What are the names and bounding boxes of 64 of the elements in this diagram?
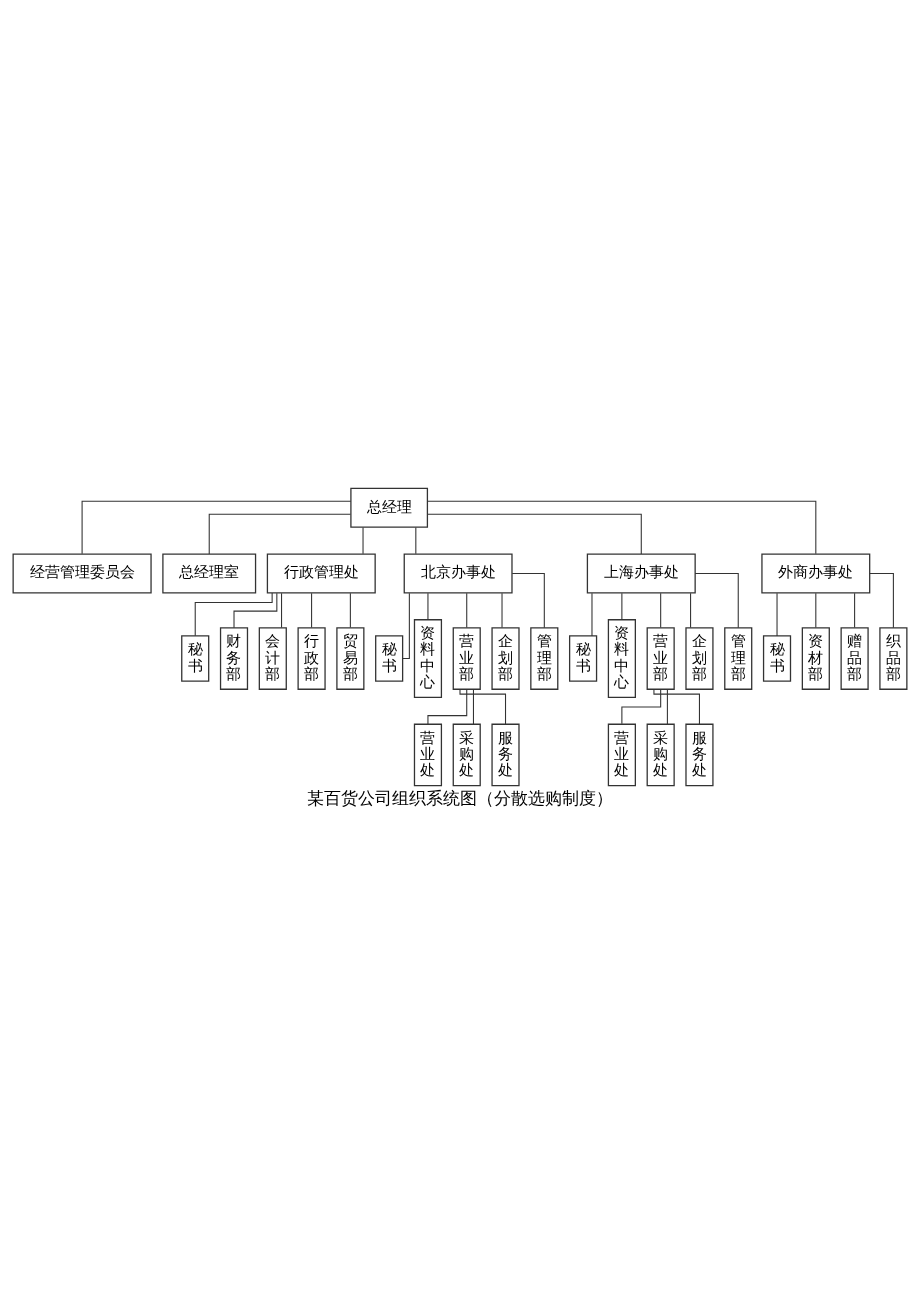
- connector: [660, 592, 662, 628]
- node-box: 企划部: [685, 626, 714, 690]
- connector: [415, 526, 417, 554]
- node-box: 秘书: [181, 634, 210, 682]
- node-box: 管理部: [530, 626, 559, 690]
- node-box: 北京办事处: [403, 552, 513, 593]
- caption: 某百货公司组织系统图（分散选购制度）: [307, 787, 613, 808]
- node-box: 织品部: [879, 626, 908, 690]
- connector: [501, 592, 503, 628]
- connector: [426, 513, 642, 555]
- node-box: 营业处: [413, 723, 443, 786]
- connector: [776, 592, 778, 636]
- node-box: 服务处: [685, 723, 714, 786]
- connector: [459, 688, 507, 725]
- connector: [427, 688, 468, 724]
- connector: [281, 592, 283, 628]
- node-box: 秘书: [762, 634, 792, 682]
- node-box: 财务部: [219, 626, 249, 690]
- node-box: 资料中心: [607, 618, 636, 698]
- connector: [311, 592, 313, 628]
- node-box: 营业部: [646, 626, 675, 690]
- node-box: 营业处: [607, 723, 636, 786]
- connector: [815, 592, 817, 628]
- connector: [666, 688, 668, 724]
- node-box: 采购处: [646, 723, 675, 786]
- connector: [233, 592, 278, 628]
- node-box: 营业部: [452, 626, 481, 690]
- connector: [854, 592, 856, 628]
- node-box: 贸易部: [336, 626, 365, 690]
- node-box: 总经理室: [162, 552, 257, 593]
- node-box: 经营管理委员会: [12, 552, 152, 593]
- node-box: 上海办事处: [586, 552, 696, 593]
- connector: [427, 592, 429, 620]
- node-box: 行政管理处: [266, 552, 376, 593]
- node-box: 会计部: [258, 626, 287, 690]
- connector: [472, 688, 474, 724]
- connector: [427, 500, 817, 554]
- connector: [208, 513, 352, 555]
- connector: [81, 500, 352, 554]
- node-box: 赠品部: [840, 626, 869, 690]
- connector: [362, 526, 364, 554]
- connector: [621, 592, 623, 620]
- node-box: 外商办事处: [761, 552, 871, 593]
- connector: [591, 592, 593, 636]
- connector: [349, 592, 351, 628]
- node-box: 采购处: [452, 723, 481, 786]
- node-box: 企划部: [491, 626, 520, 690]
- node-box: 资料中心: [413, 618, 443, 698]
- node-box: 管理部: [724, 626, 753, 690]
- connector: [194, 591, 273, 636]
- node-box: 行政部: [297, 626, 326, 690]
- connector: [653, 688, 700, 725]
- node-box: 秘书: [375, 634, 404, 682]
- connector: [402, 592, 410, 659]
- connector: [621, 688, 662, 724]
- connector: [869, 572, 894, 628]
- node-box: 秘书: [569, 634, 598, 682]
- connector: [511, 572, 545, 628]
- connector: [694, 572, 739, 628]
- node-box: 服务处: [491, 723, 520, 786]
- connector: [690, 592, 692, 628]
- node-box: 总经理: [350, 487, 429, 528]
- connector: [466, 592, 468, 628]
- node-box: 资材部: [801, 626, 830, 690]
